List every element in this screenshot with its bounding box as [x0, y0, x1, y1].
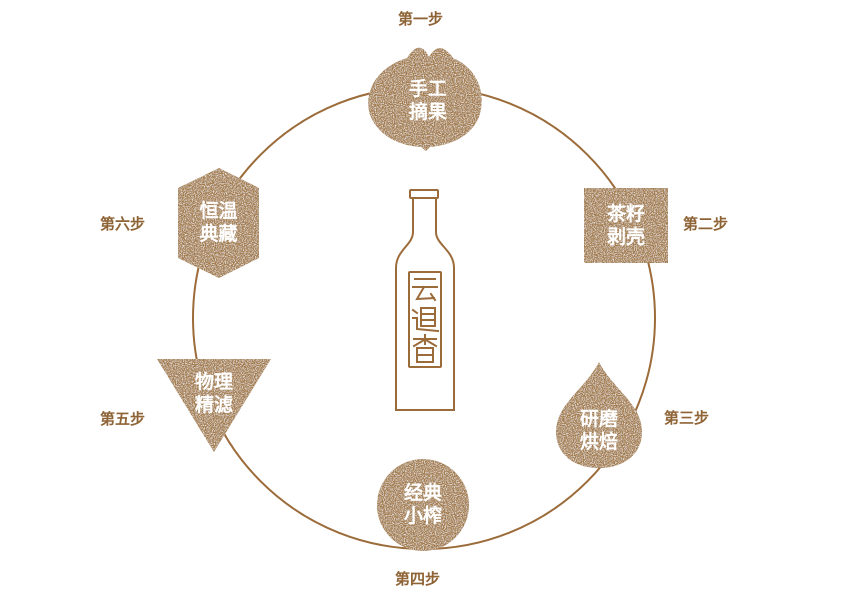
bottle-icon [395, 189, 455, 411]
step-2-label: 第二步 [683, 215, 729, 233]
lotus-shape-icon [368, 47, 482, 151]
triangle-shape-icon [157, 359, 271, 452]
drop-shape-icon [556, 362, 642, 468]
step-6-label: 第六步 [100, 215, 146, 233]
square-shape-icon [584, 188, 668, 263]
circle-shape-icon [377, 459, 469, 551]
bottle-logo-frame [408, 271, 442, 368]
step-4-label: 第四步 [395, 570, 441, 588]
step-3-label: 第三步 [664, 409, 710, 427]
hexagon-shape-icon [178, 168, 259, 278]
bottle-logo [411, 278, 440, 363]
step-5-label: 第五步 [100, 410, 146, 428]
step-1-label: 第一步 [398, 10, 444, 28]
